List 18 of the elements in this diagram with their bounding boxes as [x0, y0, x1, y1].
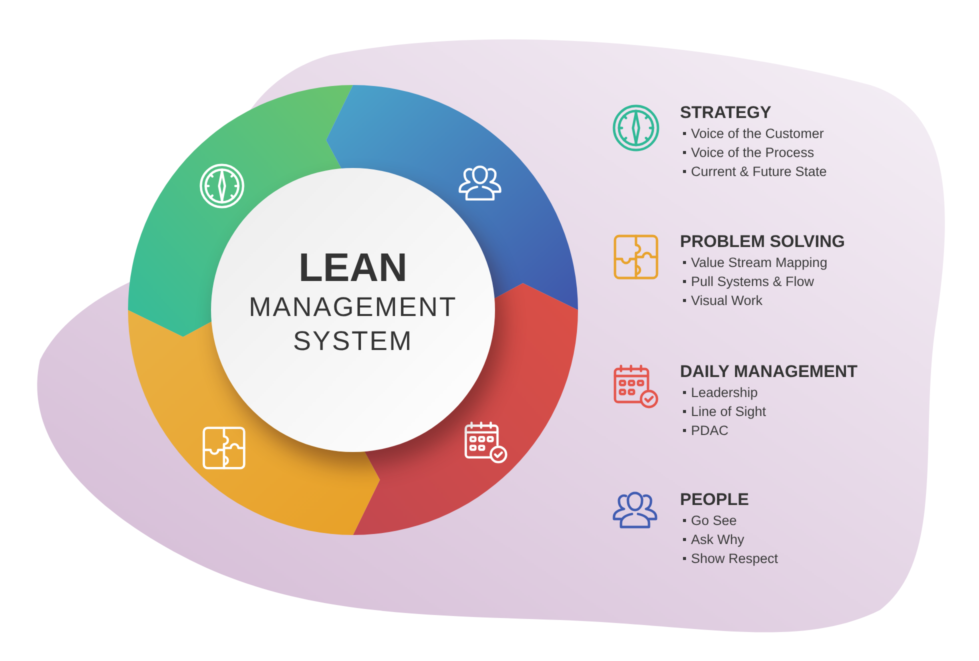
bullet-item: PDAC: [683, 421, 858, 440]
category-heading: STRATEGY: [680, 102, 772, 124]
bullet-item: Voice of the Customer: [683, 124, 827, 143]
bullet-item: Line of Sight: [683, 402, 858, 421]
center-subtitle: MANAGEMENT SYSTEM: [248, 291, 458, 358]
bullet-item: Show Respect: [683, 549, 778, 568]
bullet-item: Current & Future State: [683, 162, 827, 181]
bullet-item: Ask Why: [683, 530, 778, 549]
bullet-item: Visual Work: [683, 291, 845, 310]
bullet-item: Pull Systems & Flow: [683, 272, 845, 291]
bullet-item: Go See: [683, 511, 778, 530]
category-heading: DAILY MANAGEMENT: [680, 361, 858, 383]
category-heading: PEOPLE: [680, 489, 750, 511]
bullet-item: Leadership: [683, 383, 858, 402]
bullet-item: Voice of the Process: [683, 143, 827, 162]
center-title: LEAN: [298, 246, 408, 290]
bullet-item: Value Stream Mapping: [683, 253, 845, 272]
category-heading: PROBLEM SOLVING: [680, 231, 845, 253]
